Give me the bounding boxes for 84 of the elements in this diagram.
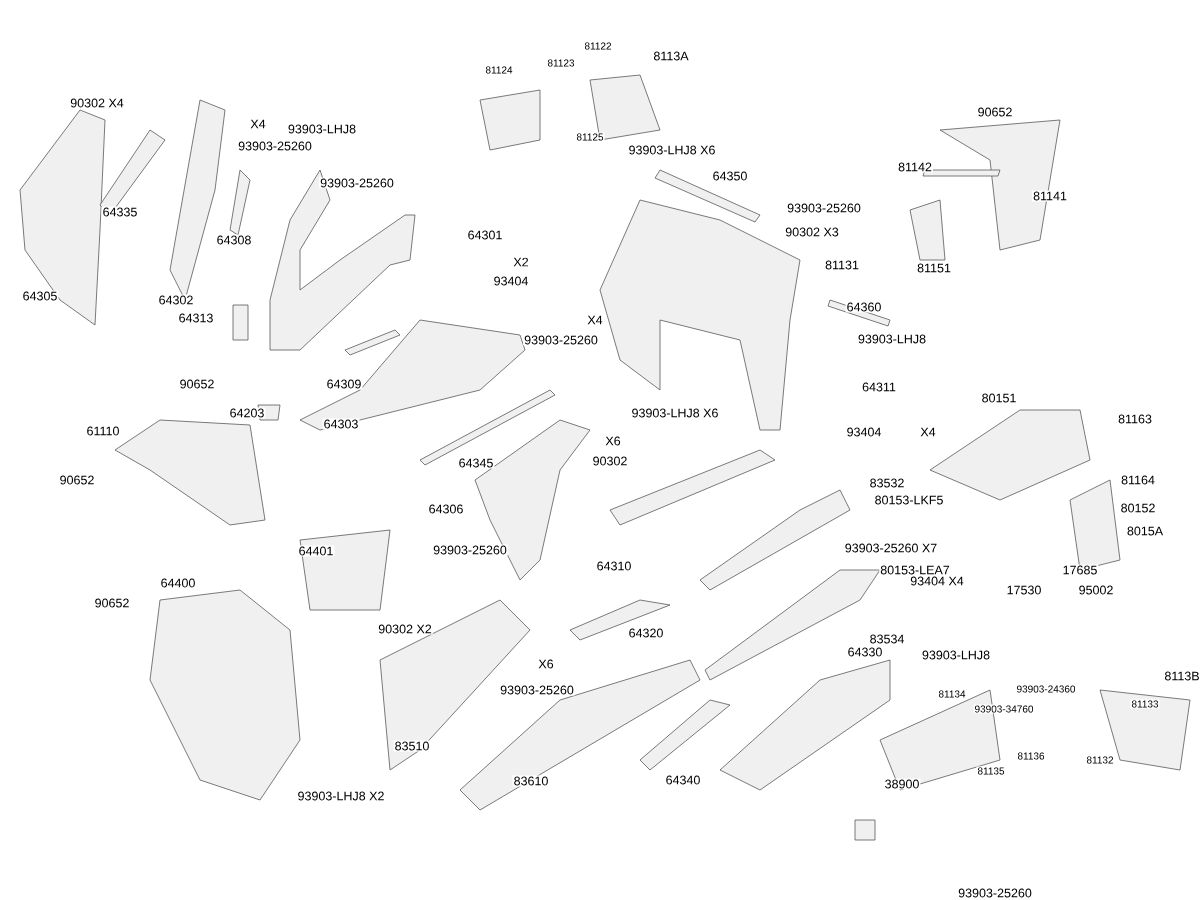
callout-number: 64330 (846, 646, 884, 658)
callout-number: 81135 (976, 766, 1006, 776)
callout-number: 93903-25260 (786, 202, 862, 214)
callout-number: 93404 (845, 426, 883, 438)
callout-number: 93903-LHJ8 X2 (296, 790, 386, 802)
callout-number: 80152 (1119, 502, 1157, 514)
callout-number: 81125 (575, 132, 605, 142)
callout-number: 64303 (322, 418, 360, 430)
callout-number: 80151 (980, 392, 1018, 404)
callout-number: 81134 (937, 689, 967, 699)
callout-number: 83532 (868, 477, 906, 489)
callout-number: 90652 (58, 474, 96, 486)
callout-number: 93903-34760 (973, 704, 1035, 714)
callout-number: 93404 X4 (909, 575, 965, 587)
callout-number: 81124 (484, 65, 514, 75)
callout-number: 81142 (897, 161, 933, 173)
callout-number: X4 (249, 118, 267, 130)
callout-number: 64305 (21, 290, 59, 302)
callout-number: 93903-25260 (499, 684, 575, 696)
callout-number: 90302 (591, 455, 629, 467)
callout-number: 81136 (1016, 751, 1046, 761)
callout-number: 83610 (512, 775, 550, 787)
callout-number: 90652 (976, 106, 1014, 118)
callout-number: X4 (919, 426, 937, 438)
callout-number: 81131 (824, 259, 860, 271)
callout-number: 81132 (1085, 755, 1115, 765)
callout-number: 90652 (93, 597, 131, 609)
callout-number: 83510 (393, 740, 431, 752)
callout-number: 64203 (228, 407, 266, 419)
callout-number: 80153-LEA7 (879, 564, 951, 576)
callout-number: 81123 (546, 58, 576, 68)
callout-number: 64311 (861, 381, 897, 393)
callout-number: 64335 (101, 206, 139, 218)
callout-number: 61110 (85, 425, 121, 437)
callout-number: 93903-LHJ8 X6 (630, 407, 720, 419)
callout-number: 8015A (1125, 525, 1165, 537)
callout-number: 81151 (916, 262, 952, 274)
callout-number: 80153-LKF5 (873, 494, 945, 506)
callout-number: 8113A (652, 50, 690, 62)
callout-number: 93903-25260 (432, 544, 508, 556)
callout-number: 93903-25260 (957, 887, 1033, 899)
callout-number: X4 (586, 314, 604, 326)
callout-number: 90302 X3 (784, 226, 840, 238)
callout-number: 64320 (627, 627, 665, 639)
callout-number: 81163 (1117, 413, 1153, 425)
callout-number: X2 (512, 256, 530, 268)
callout-number: X6 (537, 658, 555, 670)
callout-number: 64313 (177, 312, 215, 324)
callout-number: 93903-LHJ8 (856, 333, 928, 345)
callout-number: 93903-25260 (237, 140, 313, 152)
callout-number: 90302 X4 (69, 97, 125, 109)
callout-number: 64309 (325, 378, 363, 390)
callout-number: 93903-24360 (1015, 684, 1077, 694)
callout-number: 64350 (711, 170, 749, 182)
callout-number: 93903-25260 (319, 177, 395, 189)
callout-number: 81164 (1120, 474, 1156, 486)
callout-number: 64345 (457, 457, 495, 469)
callout-number: 64306 (427, 503, 465, 515)
callout-number: 81133 (1130, 699, 1160, 709)
callout-number: X6 (604, 435, 622, 447)
callout-number: 64310 (595, 560, 633, 572)
callout-number: 64400 (159, 577, 197, 589)
callout-number: 64340 (664, 774, 702, 786)
callout-number: 93903-25260 (523, 334, 599, 346)
callout-number: 17530 (1005, 584, 1043, 596)
callout-number: 93903-LHJ8 X6 (627, 144, 717, 156)
callout-number: 17685 (1061, 564, 1099, 576)
callout-number: 93903-LHJ8 (920, 649, 992, 661)
callout-number: 64301 (466, 229, 504, 241)
callout-number: 93903-25260 X7 (843, 542, 939, 554)
callout-number: 64401 (297, 545, 335, 557)
callout-number: 83534 (868, 633, 906, 645)
callout-number: 93903-LHJ8 (286, 123, 358, 135)
callout-number: 8113B (1163, 670, 1200, 682)
callout-number: 81141 (1032, 190, 1068, 202)
callout-number: 93404 (492, 275, 530, 287)
callout-number: 64302 (157, 294, 195, 306)
callout-number: 90302 X2 (377, 623, 433, 635)
callout-number: 64308 (215, 234, 253, 246)
callout-number: 64360 (845, 301, 883, 313)
callout-number: 95002 (1077, 584, 1115, 596)
callout-number: 38900 (883, 778, 921, 790)
callout-number: 81122 (583, 41, 613, 51)
callout-number: 90652 (178, 378, 216, 390)
